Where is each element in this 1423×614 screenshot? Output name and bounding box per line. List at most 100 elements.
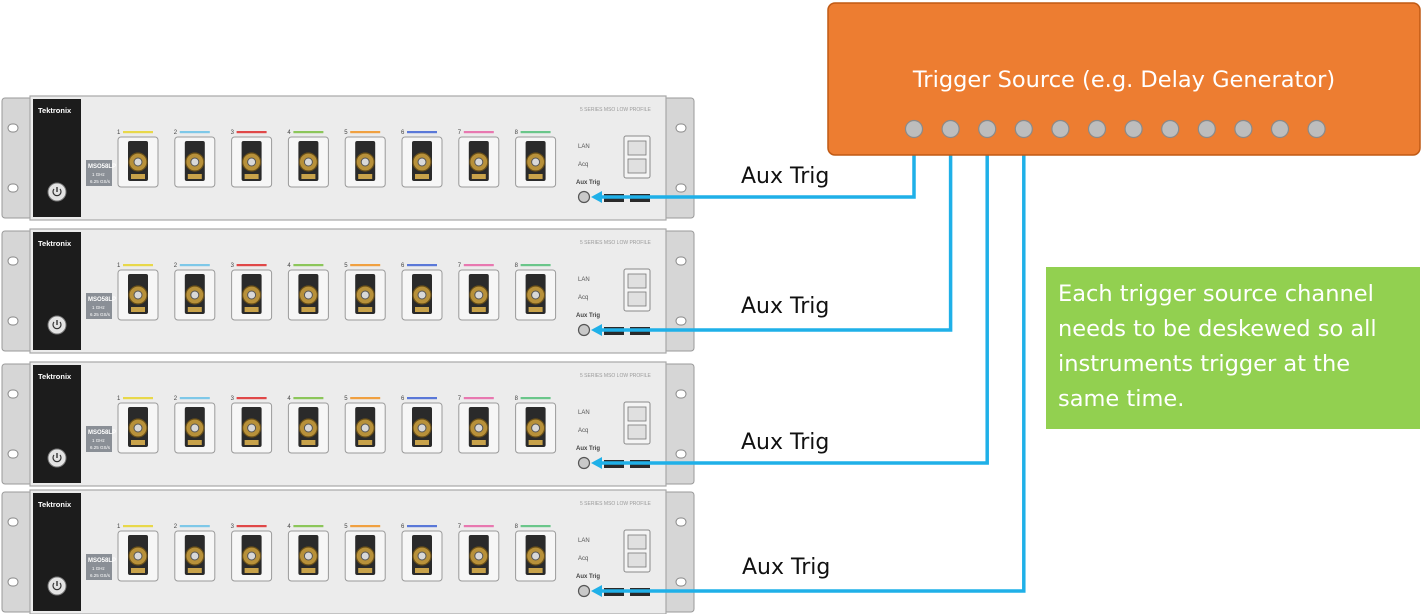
lan-label: LAN bbox=[578, 277, 590, 283]
rack-ear-right bbox=[663, 491, 695, 613]
power-icon bbox=[52, 188, 62, 197]
bnc-center bbox=[303, 290, 313, 300]
aux-trig-cable: Aux Trig bbox=[591, 138, 994, 469]
channel-number: 1 bbox=[117, 396, 121, 402]
channel-number: 8 bbox=[515, 263, 519, 269]
rack-screw-slot bbox=[675, 449, 687, 459]
channel-color-bar bbox=[123, 397, 153, 400]
channel-input: 1 bbox=[117, 396, 159, 454]
usb-port bbox=[627, 534, 647, 550]
brand-logo: Tektronix bbox=[38, 372, 72, 381]
arrowhead bbox=[591, 191, 602, 203]
rack-ear-left bbox=[1, 491, 33, 613]
trigger-output-port bbox=[1014, 119, 1033, 139]
probe-contacts bbox=[528, 174, 543, 179]
probe-contacts bbox=[471, 568, 486, 573]
channel-number: 5 bbox=[344, 130, 348, 136]
channel-number: 7 bbox=[458, 396, 462, 402]
rack-screw-slot bbox=[675, 123, 687, 133]
channel-color-bar bbox=[293, 397, 324, 400]
probe-contacts bbox=[471, 307, 486, 312]
aux-trig-connector bbox=[577, 190, 591, 204]
channel-number: 8 bbox=[515, 130, 519, 136]
rack-ear-right bbox=[663, 363, 695, 485]
probe-contacts bbox=[131, 440, 145, 445]
arrowhead bbox=[591, 585, 602, 597]
sample-rate-label: 6.25 GS/s bbox=[90, 573, 111, 578]
probe-contacts bbox=[244, 568, 259, 573]
channel-input: 3 bbox=[231, 396, 273, 454]
model-badge bbox=[86, 160, 112, 186]
model-label: MSO58LP bbox=[88, 558, 116, 564]
rack-screw-slot bbox=[7, 517, 19, 527]
channel-input: 6 bbox=[401, 263, 443, 321]
aux-trig-port-label: Aux Trig bbox=[576, 446, 600, 452]
trigger-output-port bbox=[1270, 119, 1290, 139]
trigger-output-port bbox=[978, 119, 997, 139]
trigger-output-port bbox=[1197, 119, 1216, 139]
bnc-center bbox=[360, 290, 370, 300]
channel-input: 5 bbox=[344, 524, 386, 582]
note-line-3: instruments trigger at the bbox=[1058, 351, 1351, 377]
probe-contacts bbox=[131, 307, 145, 312]
channel-input: 6 bbox=[401, 396, 443, 454]
probe-contacts bbox=[187, 440, 202, 445]
bnc-center bbox=[190, 551, 200, 561]
bnc-center bbox=[133, 423, 143, 433]
channel-color-bar bbox=[407, 264, 437, 267]
usb-port bbox=[627, 140, 647, 156]
aux-trig-port-label: Aux Trig bbox=[576, 574, 600, 580]
channel-number: 4 bbox=[287, 263, 291, 269]
usb-port bbox=[627, 424, 647, 440]
cable-line bbox=[599, 143, 916, 199]
channel-input: 5 bbox=[344, 396, 386, 454]
channel-color-bar bbox=[236, 264, 267, 267]
arrowhead bbox=[591, 324, 602, 336]
channel-input: 4 bbox=[287, 130, 329, 188]
channel-input: 8 bbox=[515, 396, 557, 454]
rack-screw-slot bbox=[7, 389, 19, 399]
probe-contacts bbox=[244, 440, 259, 445]
trigger-source-title: Trigger Source (e.g. Delay Generator) bbox=[912, 67, 1335, 93]
bnc-center bbox=[303, 551, 313, 561]
channel-number: 2 bbox=[174, 263, 178, 269]
cable-label: Aux Trig bbox=[742, 555, 830, 580]
bnc-center bbox=[133, 157, 143, 167]
bandwidth-label: 1 GHz bbox=[92, 172, 106, 177]
bnc-center bbox=[133, 551, 143, 561]
rack-screw-slot bbox=[7, 123, 19, 133]
probe-contacts bbox=[358, 174, 373, 179]
sample-rate-label: 6.25 GS/s bbox=[90, 179, 111, 184]
channel-number: 4 bbox=[287, 130, 291, 136]
rack-screw-slot bbox=[675, 517, 687, 527]
channel-color-bar bbox=[350, 264, 381, 267]
probe-contacts bbox=[528, 307, 543, 312]
channel-input: 4 bbox=[287, 396, 329, 454]
bnc-center bbox=[247, 157, 257, 167]
channel-number: 8 bbox=[515, 396, 519, 402]
channel-input: 7 bbox=[458, 396, 500, 454]
bnc-center bbox=[474, 157, 484, 167]
acq-label: Acq bbox=[578, 295, 588, 301]
channel-number: 5 bbox=[344, 263, 348, 269]
channel-input: 7 bbox=[458, 263, 500, 321]
bnc-center bbox=[417, 290, 427, 300]
channel-color-bar bbox=[123, 264, 153, 267]
trigger-source-box: Trigger Source (e.g. Delay Generator) bbox=[827, 2, 1421, 156]
channel-color-bar bbox=[179, 131, 210, 134]
trigger-output-port bbox=[1234, 119, 1253, 139]
channel-input: 1 bbox=[117, 130, 159, 188]
cable-line bbox=[599, 143, 989, 465]
aux-trig-cable: Aux Trig bbox=[591, 138, 957, 336]
model-label: MSO58LP bbox=[88, 297, 116, 303]
channel-color-bar bbox=[350, 397, 381, 400]
channel-color-bar bbox=[350, 525, 381, 528]
bnc-center bbox=[190, 290, 200, 300]
channel-color-bar bbox=[236, 131, 267, 134]
bnc-center bbox=[531, 290, 541, 300]
channel-color-bar bbox=[407, 397, 437, 400]
rack-screw-slot bbox=[7, 316, 19, 326]
channel-number: 6 bbox=[401, 524, 405, 530]
